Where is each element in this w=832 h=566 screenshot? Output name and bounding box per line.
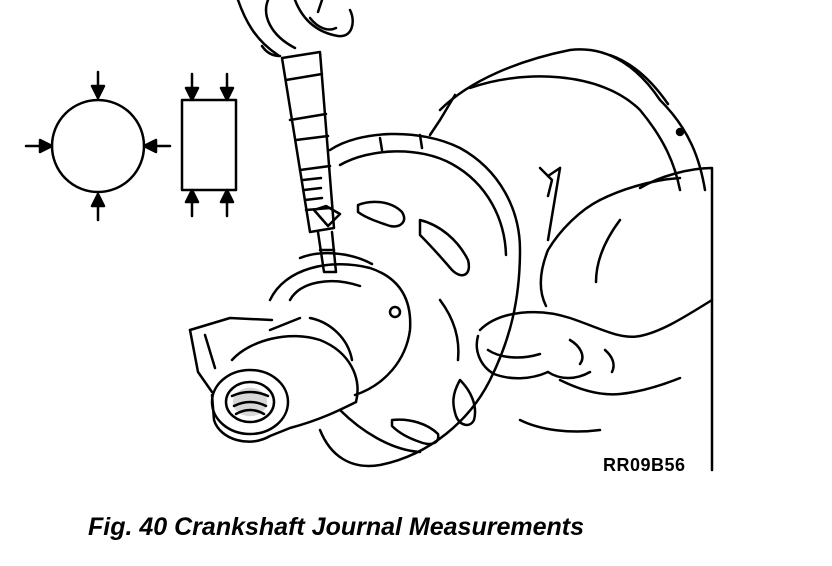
micrometer bbox=[280, 50, 342, 274]
lower-hand bbox=[475, 166, 714, 472]
circle-measurement-icon bbox=[24, 70, 172, 222]
figure-caption: Fig. 40 Crankshaft Journal Measurements bbox=[88, 513, 584, 541]
part-code-label: RR09B56 bbox=[603, 455, 686, 475]
crankshaft-illustration bbox=[24, 0, 714, 472]
crankshaft-counterweight bbox=[428, 48, 707, 242]
crankshaft-flange bbox=[318, 132, 522, 468]
crankshaft-journal bbox=[188, 252, 412, 443]
rectangle-measurement-icon bbox=[180, 72, 238, 218]
upper-hand bbox=[236, 0, 354, 58]
